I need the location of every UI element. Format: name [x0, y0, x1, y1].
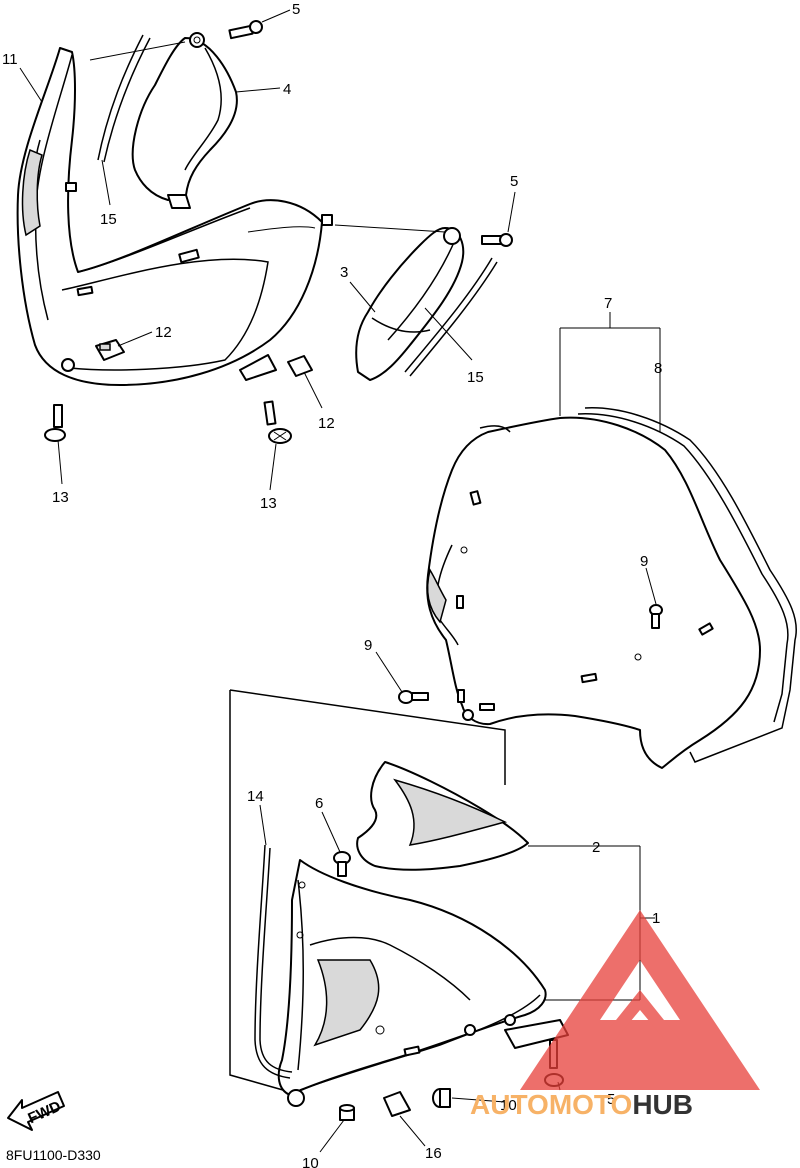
watermark-brand: AUTOMOTOHUB: [470, 1089, 693, 1120]
callout-13-right: 13: [260, 495, 277, 512]
screw-part-13-left: [44, 404, 66, 442]
callout-5-right: 5: [510, 173, 518, 190]
strip-part-15-right: [404, 257, 498, 377]
screw-part-5-top: [228, 20, 263, 40]
screw-part-13-right: [263, 400, 292, 444]
nut-part-10-right: [432, 1088, 451, 1108]
callout-13-left: 13: [52, 489, 69, 506]
callout-8: 8: [654, 360, 662, 377]
watermark-brand-dark: HUB: [632, 1089, 693, 1120]
callout-12-left: 12: [155, 324, 172, 341]
callout-9-left: 9: [364, 637, 372, 654]
callout-11: 11: [2, 51, 18, 68]
callout-14: 14: [247, 788, 264, 805]
screw-part-6: [333, 851, 351, 877]
callout-15-upper: 15: [100, 211, 117, 228]
callout-10-bottom: 10: [302, 1155, 319, 1168]
callout-7: 7: [604, 295, 612, 312]
clip-part-16: [383, 1091, 411, 1117]
upper-cowling-part-11: [16, 47, 333, 386]
screw-part-9-right: [649, 604, 663, 629]
callout-10-right: 10: [500, 1097, 517, 1114]
document-code: 8FU1100-D330: [6, 1147, 101, 1163]
watermark-brand-orange: AUTOMOTO: [470, 1089, 632, 1120]
screw-part-5-right: [481, 233, 513, 247]
callout-15-right: 15: [467, 369, 484, 386]
watermark-triangle-icon: [520, 910, 760, 1090]
callout-6: 6: [315, 795, 323, 812]
fwd-arrow-icon: FWD: [7, 1091, 65, 1131]
callout-5-bottom: 5: [607, 1091, 615, 1108]
strip-part-14: [254, 844, 293, 1079]
watermark-logo: [520, 910, 760, 1090]
clip-part-12-a: [95, 339, 125, 361]
callout-9-right: 9: [640, 553, 648, 570]
nut-part-10-bottom: [339, 1104, 355, 1121]
callout-5-top: 5: [292, 1, 300, 18]
inner-panel-part-4: [131, 32, 238, 209]
callout-2: 2: [592, 839, 600, 856]
callout-12-right: 12: [318, 415, 335, 432]
inner-panel-part-3: [355, 227, 465, 381]
fwd-label: FWD: [25, 1098, 63, 1127]
callout-1: 1: [652, 910, 660, 927]
callout-3: 3: [340, 264, 348, 281]
callout-16: 16: [425, 1145, 442, 1162]
clip-part-12-b: [287, 355, 313, 377]
callout-4: 4: [283, 81, 291, 98]
screw-part-9-left: [398, 690, 429, 704]
cowling-assembly-part-1-2: [229, 689, 569, 1107]
windscreen-part-7-8: [426, 407, 797, 769]
callout-labels: 1 2 3 4 5 5 5 6 7 8 9 9 10 10 11 12 12 1…: [2, 1, 662, 1168]
